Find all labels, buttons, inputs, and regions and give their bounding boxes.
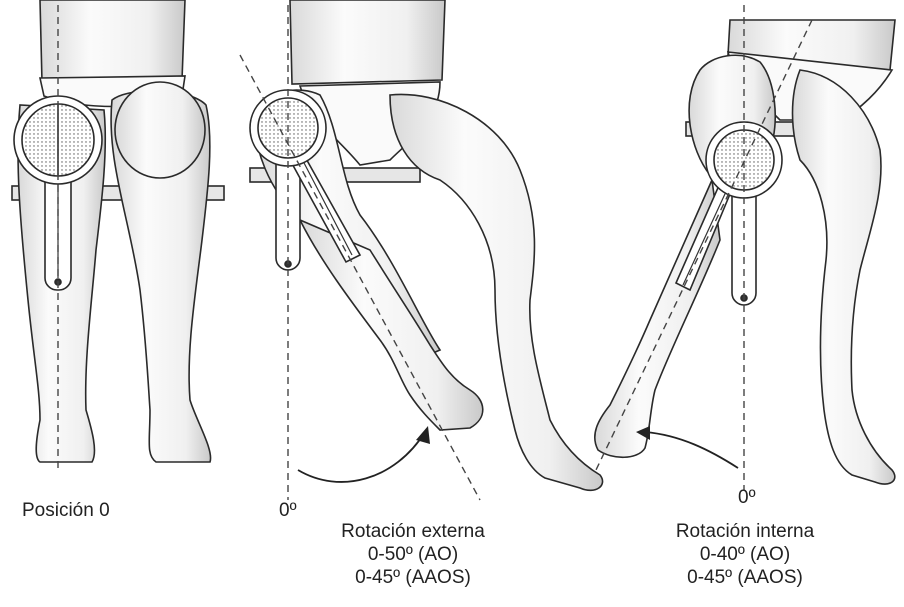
- label-neutral-position: Posición 0: [22, 500, 110, 522]
- caption-internal-title: Rotación interna: [650, 520, 840, 543]
- zero-label-internal: 0º: [738, 487, 756, 509]
- zero-label-external: 0º: [279, 500, 297, 522]
- torso-neutral: [40, 0, 185, 82]
- panel-neutral: [12, 0, 224, 470]
- caption-external-rotation: Rotación externa 0-50º (AO) 0-45º (AAOS): [318, 520, 508, 589]
- caption-external-ao: 0-50º (AO): [318, 543, 508, 566]
- rotation-arrow-internal: [645, 432, 738, 468]
- knee-right-neutral: [115, 82, 205, 178]
- caption-internal-rotation: Rotación interna 0-40º (AO) 0-45º (AAOS): [650, 520, 840, 589]
- shin-left-external: [300, 220, 483, 430]
- torso-external: [290, 0, 445, 84]
- leg-right-external: [390, 94, 603, 490]
- leg-right-internal: [793, 70, 895, 484]
- shin-left-internal: [595, 180, 720, 457]
- caption-external-aaos: 0-45º (AAOS): [318, 566, 508, 589]
- caption-internal-aaos: 0-45º (AAOS): [650, 566, 840, 589]
- caption-external-title: Rotación externa: [318, 520, 508, 543]
- caption-internal-ao: 0-40º (AO): [650, 543, 840, 566]
- rotation-arrow-external: [298, 432, 425, 482]
- panel-external: [240, 0, 603, 500]
- goniometer-internal: [676, 122, 782, 305]
- panel-internal: [595, 5, 895, 490]
